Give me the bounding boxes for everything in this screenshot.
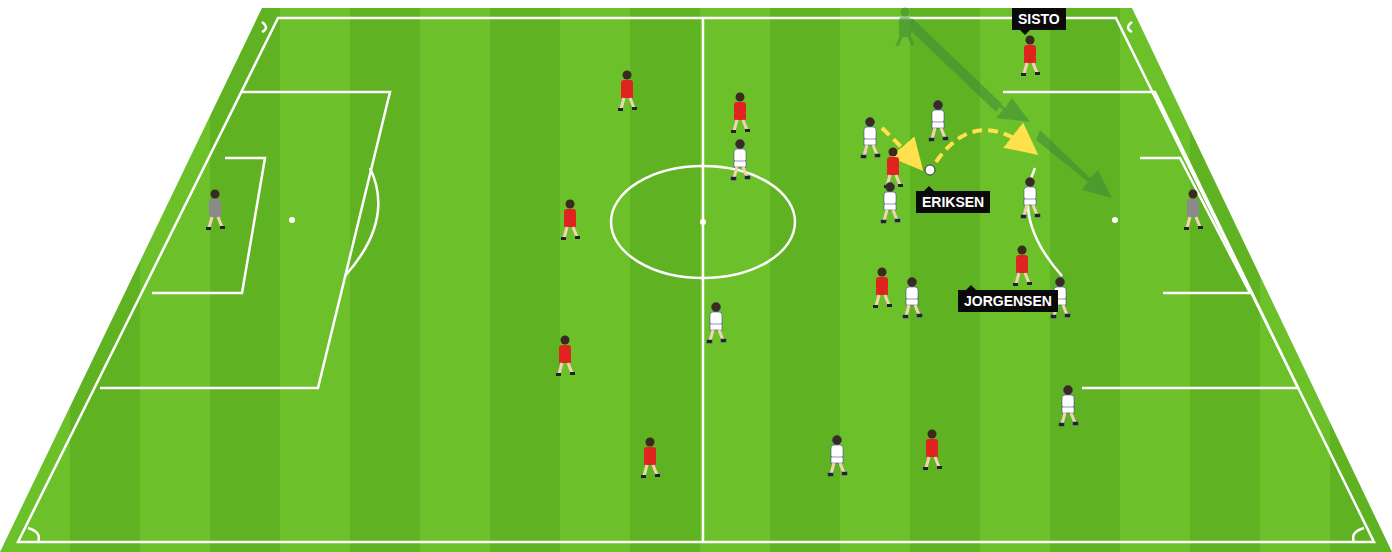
player-name-tag: JORGENSEN — [958, 290, 1058, 312]
player-name: JORGENSEN — [964, 293, 1052, 309]
player-name-tag: ERIKSEN — [916, 191, 990, 213]
player-name: SISTO — [1018, 11, 1060, 27]
player-name: ERIKSEN — [922, 194, 984, 210]
player-name-tag: SISTO — [1012, 8, 1066, 30]
